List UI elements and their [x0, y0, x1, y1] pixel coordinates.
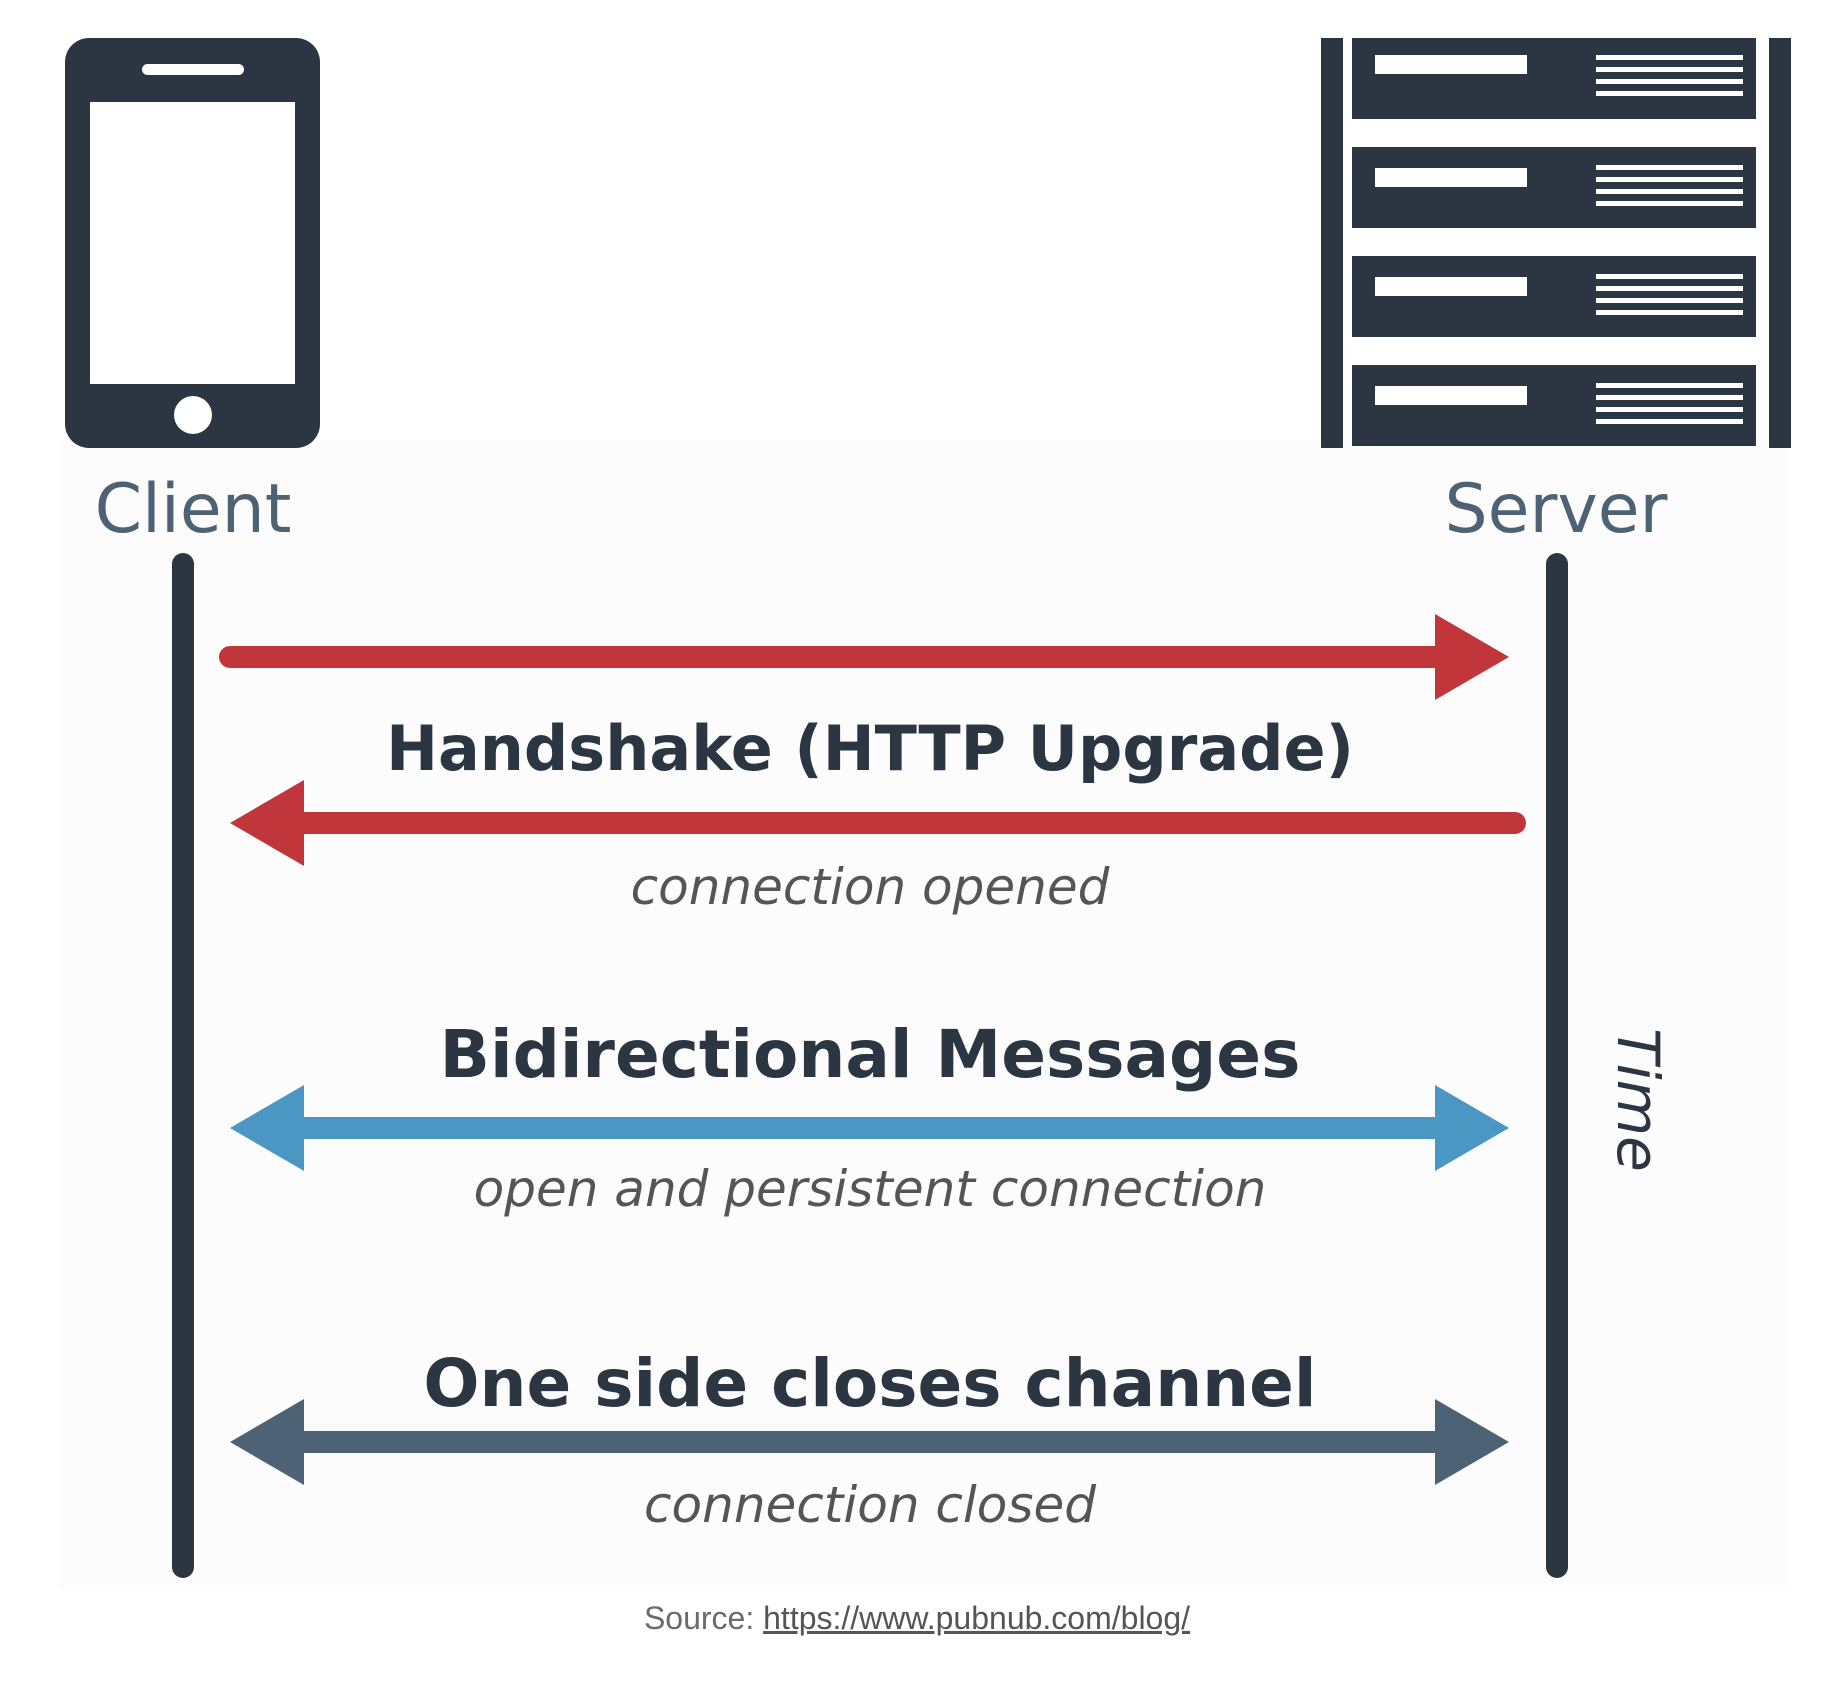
server-unit	[1352, 147, 1756, 228]
time-label: Time	[1604, 1028, 1672, 1172]
handshake-title: Handshake (HTTP Upgrade)	[386, 712, 1354, 785]
close-arrow	[230, 1399, 1509, 1485]
server-label: Server	[1445, 470, 1668, 549]
bidirectional-arrow	[230, 1085, 1509, 1171]
client-label: Client	[95, 470, 292, 549]
close-subtitle: connection closed	[644, 1476, 1096, 1534]
server-unit	[1352, 365, 1756, 446]
handshake-subtitle: connection opened	[631, 858, 1110, 916]
handshake-request-arrow	[219, 614, 1509, 700]
smartphone-icon	[65, 38, 320, 448]
source-link[interactable]: https://www.pubnub.com/blog/	[763, 1600, 1191, 1636]
server-unit	[1352, 38, 1756, 119]
handshake-response-arrow	[230, 780, 1526, 866]
close-title: One side closes channel	[423, 1345, 1316, 1422]
diagram-panel	[60, 440, 1790, 1590]
bidirectional-subtitle: open and persistent connection	[474, 1160, 1267, 1218]
bidirectional-title: Bidirectional Messages	[440, 1016, 1301, 1093]
server-unit	[1352, 256, 1756, 337]
source-caption: Source: https://www.pubnub.com/blog/	[0, 1600, 1834, 1637]
source-prefix: Source:	[643, 1600, 764, 1636]
server-rack-icon	[1321, 38, 1791, 448]
